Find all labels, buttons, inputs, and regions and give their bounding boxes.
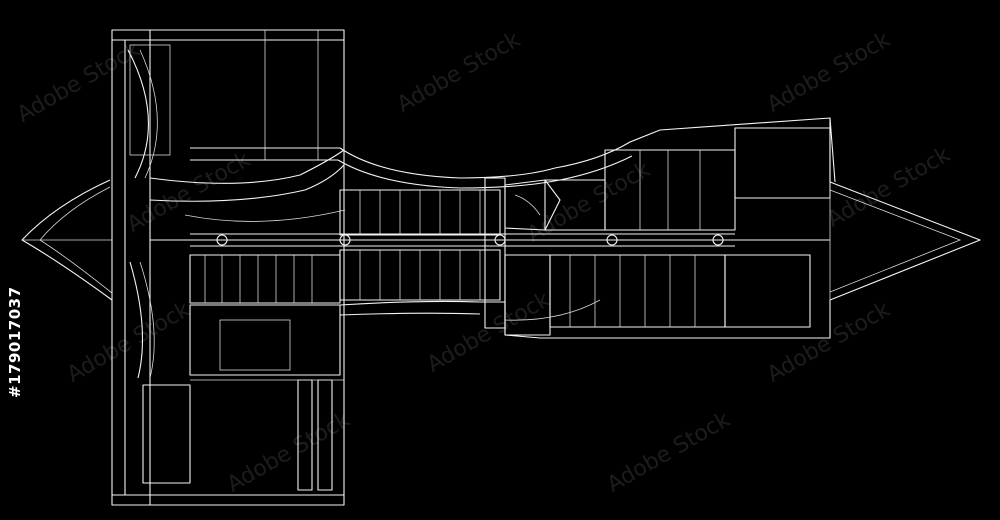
exhaust-cone <box>829 117 981 301</box>
turbine-section <box>544 127 831 328</box>
casing-lower <box>339 299 831 339</box>
main-shaft <box>150 233 830 247</box>
compressor-casing-upper <box>149 117 831 222</box>
combustion-chamber <box>484 177 561 336</box>
compressor-stages <box>189 189 501 304</box>
intake-nose-cone <box>21 179 113 301</box>
fan-section <box>111 29 345 506</box>
